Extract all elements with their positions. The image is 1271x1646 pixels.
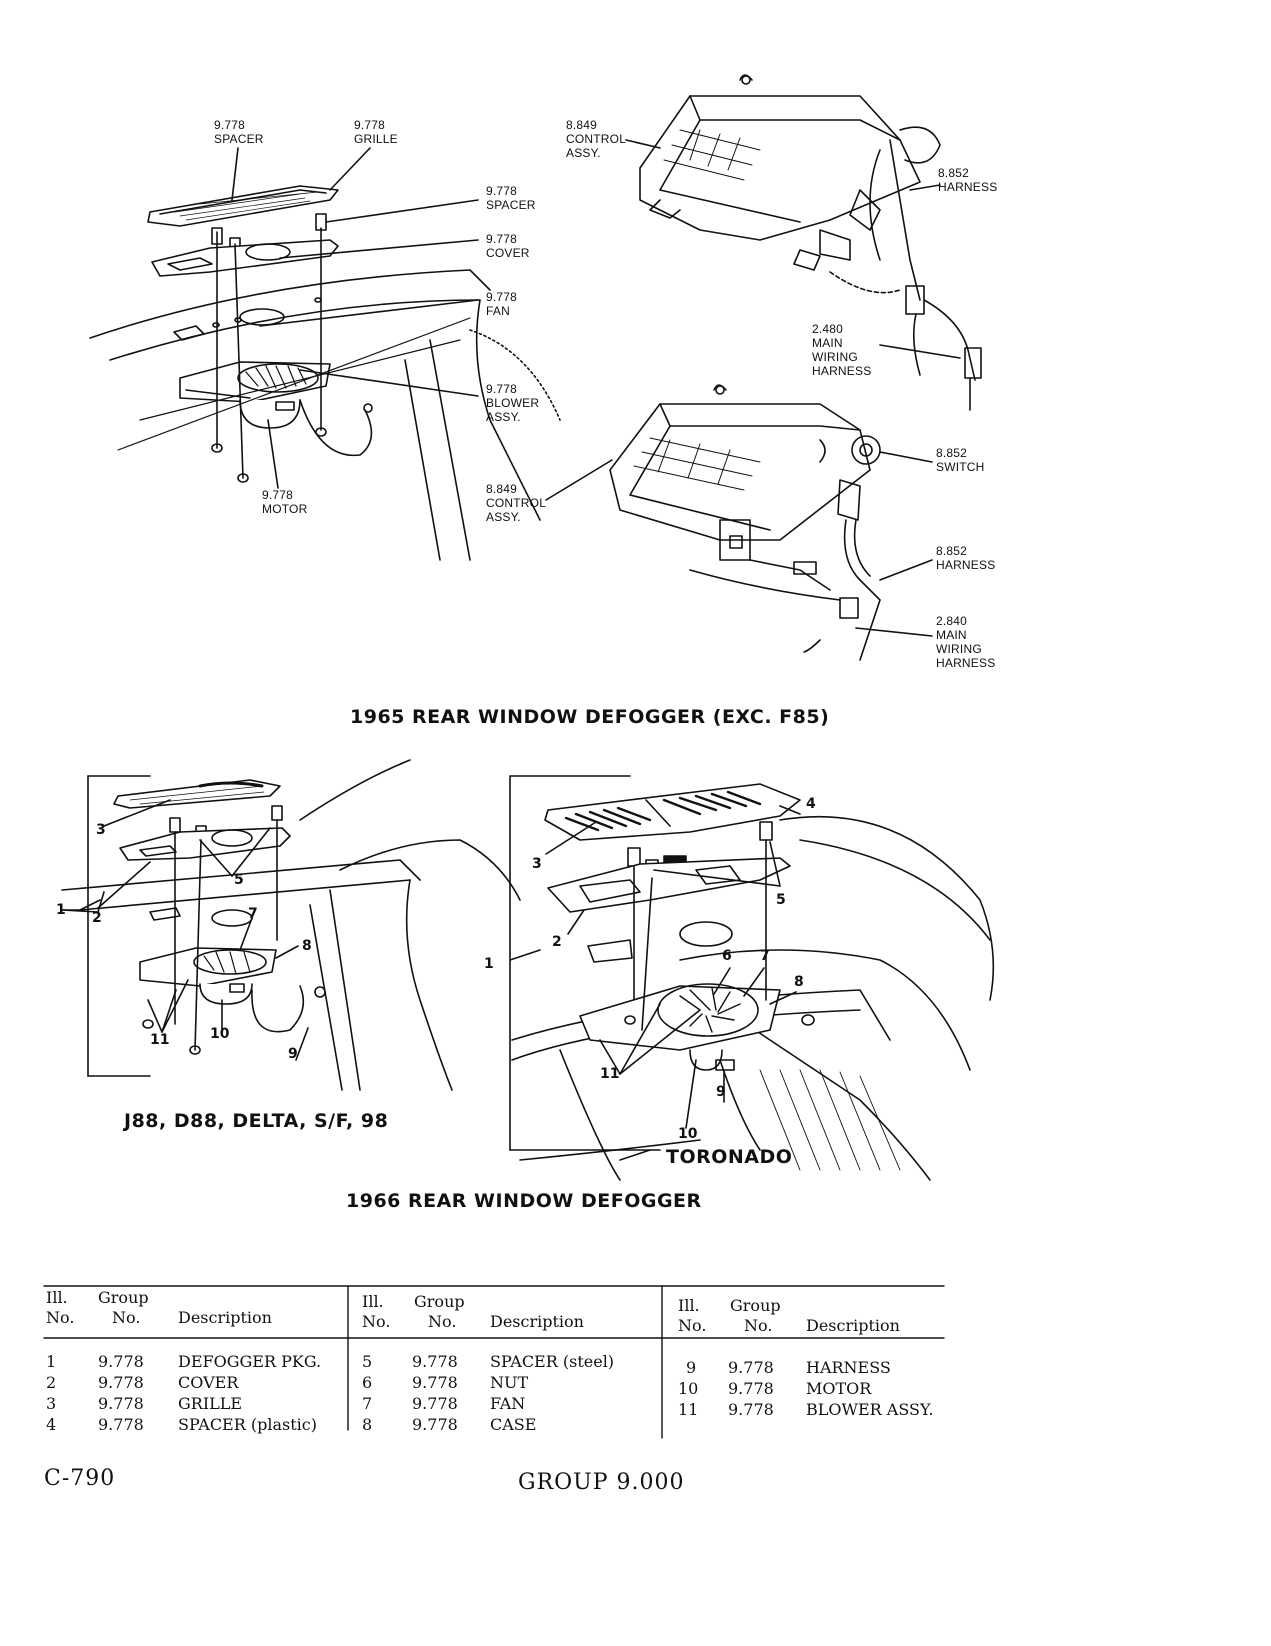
header-description: Description <box>806 1316 900 1335</box>
callout-fan: 9.778 FAN <box>486 290 518 318</box>
callout-switch: 8.852 SWITCH <box>936 446 985 474</box>
callout-control-assy-bottom: 8.849 CONTROL ASSY. <box>486 482 547 524</box>
header-group-no: No. <box>428 1312 457 1331</box>
assembly-1966-j88 <box>61 759 521 1091</box>
callout-control-assy-top: 8.849 CONTROL ASSY. <box>566 118 627 160</box>
header-group-no: No. <box>112 1308 141 1327</box>
num-right-1: 1 <box>484 956 494 972</box>
num-right-11: 11 <box>600 1066 620 1082</box>
group-label: GROUP 9.000 <box>518 1470 685 1495</box>
assembly-1966-toronado <box>509 775 995 1181</box>
page-number: C-790 <box>44 1466 116 1491</box>
header-description: Description <box>490 1312 584 1331</box>
callout-spacer-top: 9.778 SPACER <box>214 118 264 146</box>
callout-motor: 9.778 MOTOR <box>262 488 308 516</box>
assembly-1965-control-top <box>625 74 982 411</box>
num-right-5: 5 <box>776 892 786 908</box>
num-right-2: 2 <box>552 934 562 950</box>
num-left-8: 8 <box>302 938 312 954</box>
caption-toronado: TORONADO <box>666 1146 793 1168</box>
header-group: Group <box>98 1288 149 1307</box>
callout-harness-bottom: 8.852 HARNESS <box>936 544 996 572</box>
num-right-10: 10 <box>678 1126 698 1142</box>
callout-blower-assy: 9.778 BLOWER ASSY. <box>486 382 540 424</box>
assembly-1965-control-bottom <box>545 384 933 661</box>
num-right-3: 3 <box>532 856 542 872</box>
header-ill-no: No. <box>362 1312 391 1331</box>
header-ill-no: No. <box>46 1308 75 1327</box>
callout-harness-top: 8.852 HARNESS <box>938 166 998 194</box>
num-left-5: 5 <box>234 872 244 888</box>
header-group: Group <box>730 1296 781 1315</box>
callout-spacer-right: 9.778 SPACER <box>486 184 536 212</box>
num-left-3: 3 <box>96 822 106 838</box>
parts-table-rules <box>43 1285 945 1439</box>
num-left-9: 9 <box>288 1046 298 1062</box>
header-group: Group <box>414 1292 465 1311</box>
header-ill-no: No. <box>678 1316 707 1335</box>
header-group-no: No. <box>744 1316 773 1335</box>
callout-main-wiring-bottom: 2.840 MAIN WIRING HARNESS <box>936 614 996 670</box>
parts-header: Ill. No. Group No. Description <box>44 1288 344 1336</box>
parts-header: Ill. No. Group No. Description <box>360 1288 660 1336</box>
num-right-8: 8 <box>794 974 804 990</box>
caption-j88: J88, D88, DELTA, S/F, 98 <box>124 1110 389 1132</box>
num-right-6: 6 <box>722 948 732 964</box>
num-left-10: 10 <box>210 1026 230 1042</box>
num-right-4: 4 <box>806 796 816 812</box>
num-left-1: 1 <box>56 902 66 918</box>
num-left-7: 7 <box>248 906 258 922</box>
num-left-2: 2 <box>92 910 102 926</box>
header-ill: Ill. <box>362 1292 384 1311</box>
callout-main-wiring-top: 2.480 MAIN WIRING HARNESS <box>812 322 872 378</box>
num-right-9: 9 <box>716 1084 726 1100</box>
caption-1965: 1965 REAR WINDOW DEFOGGER (EXC. F85) <box>350 706 830 728</box>
header-ill: Ill. <box>678 1296 700 1315</box>
num-left-11: 11 <box>150 1032 170 1048</box>
parts-header: Ill. No. Group No. Description <box>676 1288 976 1336</box>
callout-cover: 9.778 COVER <box>486 232 530 260</box>
assembly-1965-blower <box>89 147 561 561</box>
header-description: Description <box>178 1308 272 1327</box>
num-right-7: 7 <box>760 948 770 964</box>
callout-grille: 9.778 GRILLE <box>354 118 398 146</box>
header-ill: Ill. <box>46 1288 68 1307</box>
caption-1966: 1966 REAR WINDOW DEFOGGER <box>346 1190 702 1212</box>
